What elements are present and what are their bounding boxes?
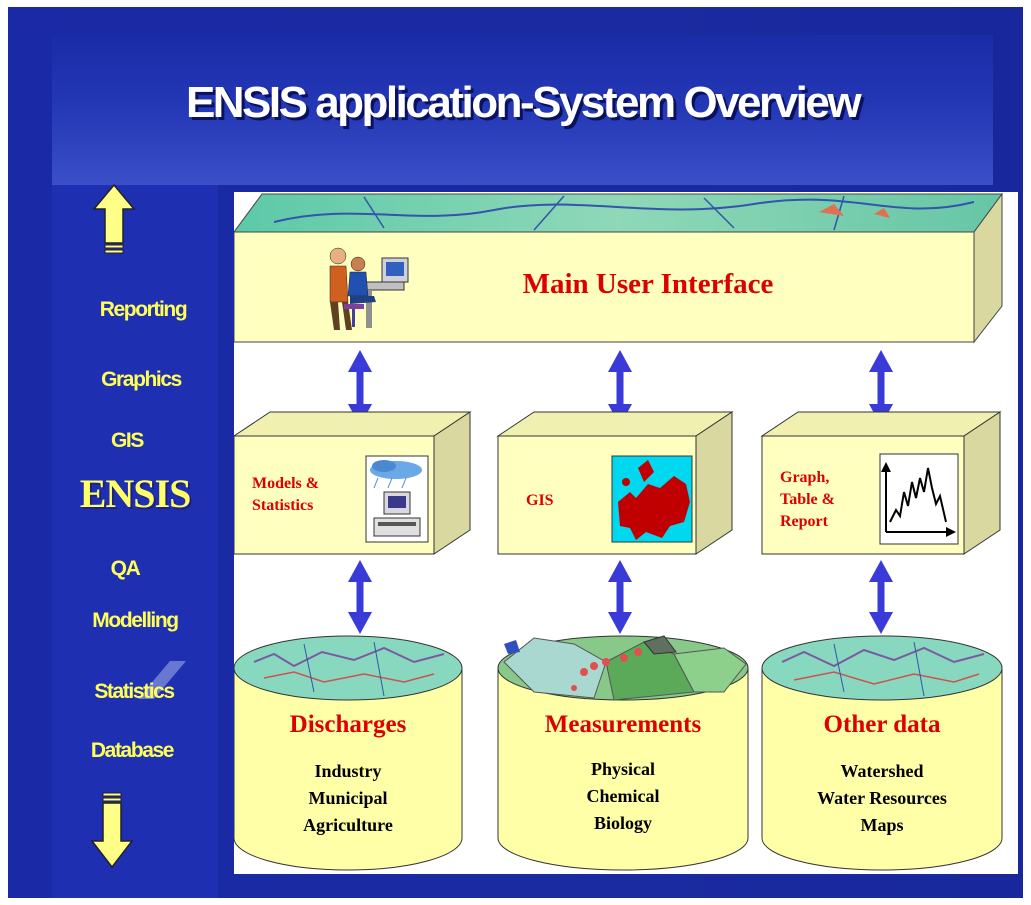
module-label-line: Models & (252, 475, 319, 492)
title-band (52, 35, 993, 185)
database-item: Chemical (587, 786, 660, 806)
module-label-line: GIS (526, 492, 554, 509)
module-models-statistics: Models & Statistics (232, 411, 472, 555)
sidebar-item-modelling: Modelling (92, 609, 179, 632)
database-item: Physical (591, 759, 655, 779)
arrow-gis-to-measurements (608, 560, 632, 634)
sidebar-item-graphics: Graphics (101, 368, 182, 391)
database-item: Biology (594, 813, 652, 833)
sidebar-item-database: Database (90, 739, 175, 762)
arrow-graph-to-other-data (869, 560, 893, 634)
database-item: Agriculture (303, 815, 393, 835)
diagram: Main User Interface (232, 192, 1018, 874)
database-other-data: Other data Watershed Water Resources Map… (761, 635, 1003, 871)
up-arrow-icon (92, 183, 136, 254)
ensis-swoosh-icon (138, 661, 186, 699)
database-title: Measurements (545, 711, 702, 738)
database-item: Industry (314, 761, 381, 781)
main-interface-label: Main User Interface (523, 268, 774, 300)
module-label-line: Graph, (780, 469, 829, 486)
module-gis: GIS (496, 411, 734, 555)
database-item: Municipal (308, 788, 387, 808)
ensis-logo: ENSIS (79, 471, 192, 516)
sidebar: Reporting Graphics GIS ENSIS QA Modellin… (52, 183, 218, 898)
database-title: Other data (824, 711, 941, 738)
europe-map-icon (611, 455, 693, 543)
main-interface-box: Main User Interface (233, 192, 1003, 344)
database-measurements: Measurements Physical Chemical Biology (497, 635, 749, 871)
module-label-line: Report (780, 513, 829, 530)
database-item: Watershed (841, 761, 924, 781)
down-arrow-icon (90, 792, 134, 869)
module-label-line: Table & (780, 491, 835, 508)
line-graph-icon (879, 453, 959, 545)
database-item: Maps (860, 815, 903, 835)
arrow-models-to-discharges (348, 560, 372, 634)
sidebar-item-reporting: Reporting (99, 298, 188, 321)
sidebar-item-statistics: Statistics (94, 680, 175, 703)
database-title: Discharges (290, 711, 407, 738)
sidebar-item-qa: QA (110, 557, 141, 580)
sidebar-item-gis: GIS (111, 429, 144, 452)
module-graph-table-report: Graph, Table & Report (760, 411, 1002, 555)
database-discharges: Discharges Industry Municipal Agricultur… (233, 635, 463, 871)
slide-title: ENSIS application-System Overview (185, 78, 862, 127)
computer-weather-icon (365, 455, 429, 543)
module-label-line: Statistics (252, 497, 313, 514)
database-item: Water Resources (817, 788, 947, 808)
users-at-computer-icon (329, 247, 409, 330)
